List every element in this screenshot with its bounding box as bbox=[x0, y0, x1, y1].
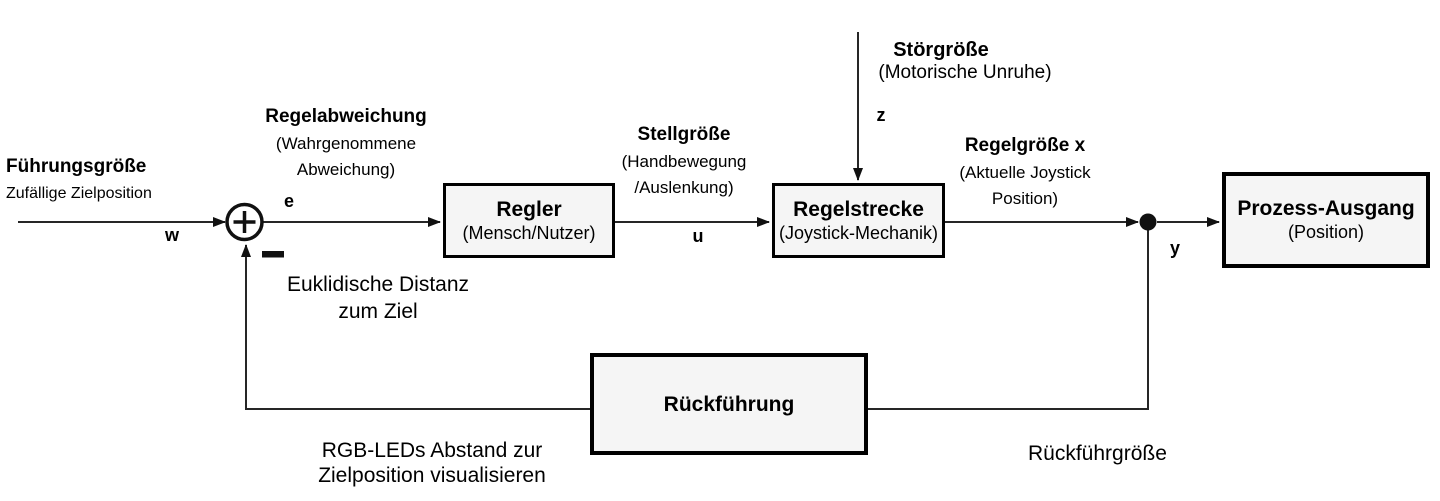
annotation-rgb-line2: Zielposition visualisieren bbox=[318, 464, 546, 487]
label-stellgroesse-sub2: /Auslenkung) bbox=[634, 178, 734, 197]
label-regelabweichung-sub2: Abweichung) bbox=[296, 160, 396, 179]
node-regelstrecke-subtitle: (Joystick-Mechanik) bbox=[778, 222, 939, 243]
label-regelgroesse-title: Regelgröße x bbox=[964, 135, 1086, 156]
annotation-rueckfuehrgroesse: Rückführgröße bbox=[1028, 442, 1167, 465]
node-prozess-ausgang-title: Prozess-Ausgang bbox=[1237, 197, 1415, 220]
label-regelabweichung: Regelabweichung (Wahrgenommene Abweichun… bbox=[246, 102, 446, 183]
feedback-line-left bbox=[241, 244, 590, 410]
plus-icon bbox=[233, 211, 256, 233]
branch-dot-icon bbox=[1139, 213, 1157, 231]
label-fuehrungsgroesse-subtitle: Zufällige Zielposition bbox=[6, 185, 152, 202]
annotation-rgb-leds: RGB-LEDs Abstand zur Zielposition visual… bbox=[282, 438, 582, 488]
annotation-euklidische-line2: zum Ziel bbox=[338, 300, 418, 323]
annotation-euklidische-distanz: Euklidische Distanz zum Ziel bbox=[278, 271, 478, 325]
label-stellgroesse: Stellgröße (Handbewegung /Auslenkung) bbox=[584, 120, 784, 201]
annotation-rgb-line1: RGB-LEDs Abstand zur bbox=[321, 439, 543, 462]
feedback-line-right bbox=[868, 222, 1149, 410]
node-rueckfuehrung: Rückführung bbox=[590, 353, 868, 455]
annotation-euklidische-line1: Euklidische Distanz bbox=[286, 273, 470, 296]
signal-u: u bbox=[692, 226, 704, 246]
label-regelabweichung-sub1: (Wahrgenommene bbox=[275, 134, 417, 153]
signal-y: y bbox=[1169, 238, 1180, 258]
node-regelstrecke: Regelstrecke (Joystick-Mechanik) bbox=[772, 183, 945, 258]
node-prozess-ausgang: Prozess-Ausgang (Position) bbox=[1222, 172, 1430, 268]
label-fuehrungsgroesse-title: Führungsgröße bbox=[6, 156, 147, 177]
label-regelgroesse-sub2: Position) bbox=[991, 189, 1059, 208]
signal-e: e bbox=[283, 191, 294, 211]
signal-z: z bbox=[876, 105, 886, 125]
label-stoergroesse-subtitle: (Motorische Unruhe) bbox=[878, 62, 1052, 83]
node-rueckfuehrung-title: Rückführung bbox=[663, 392, 795, 416]
label-stoergroesse-title: Störgröße bbox=[893, 39, 989, 61]
label-stellgroesse-sub1: (Handbewegung bbox=[621, 152, 747, 171]
signal-w: w bbox=[164, 225, 179, 245]
label-fuehrungsgroesse: Führungsgröße Zufällige Zielposition bbox=[6, 152, 181, 207]
label-regelgroesse: Regelgröße x (Aktuelle Joystick Position… bbox=[925, 131, 1125, 212]
node-regler: Regler (Mensch/Nutzer) bbox=[443, 183, 615, 258]
node-regler-subtitle: (Mensch/Nutzer) bbox=[462, 222, 596, 243]
label-stellgroesse-title: Stellgröße bbox=[637, 124, 731, 145]
node-prozess-ausgang-subtitle: (Position) bbox=[1287, 222, 1365, 242]
minus-icon bbox=[262, 251, 284, 258]
node-regler-title: Regler bbox=[496, 197, 562, 221]
node-regelstrecke-title: Regelstrecke bbox=[793, 197, 924, 221]
label-regelabweichung-title: Regelabweichung bbox=[265, 106, 427, 127]
label-regelgroesse-sub1: (Aktuelle Joystick bbox=[959, 163, 1091, 182]
